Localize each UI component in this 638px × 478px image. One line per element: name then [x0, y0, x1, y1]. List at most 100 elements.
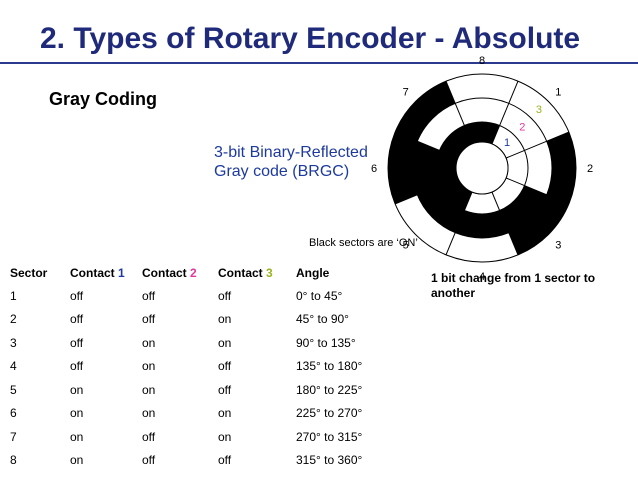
sector-3-ring-1 [491, 177, 525, 211]
sector-table: Sector Contact 1 Contact 2 Contact 3 Ang… [6, 262, 386, 472]
sector-6-ring-2 [412, 141, 440, 195]
cell-contact-3: on [218, 312, 232, 327]
cell-contact-2: on [142, 335, 156, 350]
sector-2-ring-2 [524, 141, 552, 195]
cell-sector: 7 [10, 429, 17, 444]
bit-change-note: 1 bit change from 1 sector to another [431, 271, 595, 301]
cell-contact-3: off [218, 453, 232, 468]
header-sector: Sector [10, 266, 48, 280]
sector-label-2: 2 [587, 163, 593, 175]
cell-angle: 225° to 270° [296, 406, 363, 421]
hub-circle [455, 141, 509, 195]
sector-label-5: 5 [403, 239, 409, 251]
title-underline [0, 62, 638, 64]
ring-outline-3 [411, 97, 553, 239]
header-contact-3-number: 3 [266, 266, 273, 280]
bit-change-line-2: another [431, 286, 476, 300]
table-row: 6 on on on 225° to 270° [6, 402, 386, 426]
header-contact-1-word: Contact [70, 266, 115, 280]
slide-title: 2. Types of Rotary Encoder - Absolute [40, 22, 581, 55]
sector-3-ring-3 [508, 194, 569, 255]
header-contact-2: Contact 2 [142, 262, 218, 284]
cell-contact-1: on [70, 429, 84, 444]
sector-1-ring-1 [491, 125, 525, 159]
table-row: 7 on off on 270° to 315° [6, 425, 386, 449]
cell-contact-3: on [218, 335, 232, 350]
sector-2-ring-1 [506, 150, 528, 186]
brgc-line-1: 3-bit Binary-Reflected [214, 144, 368, 161]
cell-angle: 270° to 315° [296, 429, 363, 444]
cell-contact-2: off [142, 429, 156, 444]
cell-contact-3: off [218, 382, 232, 397]
cell-sector: 5 [10, 382, 17, 397]
cell-contact-1: off [70, 312, 84, 327]
header-contact-1: Contact 1 [70, 262, 142, 284]
cell-sector: 2 [10, 312, 17, 327]
sector-8-ring-2 [455, 97, 509, 126]
ring-label-2: 2 [519, 121, 525, 133]
cell-contact-2: off [142, 312, 156, 327]
cell-sector: 6 [10, 406, 17, 421]
black-sectors-note: Black sectors are ‘ON’ [309, 237, 418, 249]
sector-label-7: 7 [403, 87, 409, 99]
ring-outline-4 [387, 73, 577, 263]
sector-table-header: Sector Contact 1 Contact 2 Contact 3 Ang… [6, 262, 386, 284]
header-contact-3-word: Contact [218, 266, 263, 280]
sector-5-ring-3 [395, 194, 456, 255]
cell-contact-2: on [142, 406, 156, 421]
header-contact-2-word: Contact [142, 266, 187, 280]
gray-coding-heading: Gray Coding [49, 89, 158, 109]
cell-contact-3: on [218, 406, 232, 421]
table-row: 5 on on off 180° to 225° [6, 378, 386, 402]
cell-sector: 4 [10, 359, 17, 374]
sector-8-ring-3 [446, 74, 518, 104]
encoder-outlines [387, 73, 577, 263]
cell-contact-2: on [142, 382, 156, 397]
cell-contact-1: on [70, 382, 84, 397]
bit-change-line-1: 1 bit change from 1 sector to [431, 271, 596, 285]
sector-7-ring-2 [417, 103, 465, 151]
sector-label-1: 1 [555, 87, 561, 99]
header-contact-1-number: 1 [118, 266, 125, 280]
sector-8-ring-1 [464, 122, 500, 144]
cell-contact-1: off [70, 335, 84, 350]
sector-4-ring-2 [455, 210, 509, 238]
cell-contact-1: on [70, 406, 84, 421]
sector-4-ring-1 [464, 192, 500, 214]
sector-3-ring-2 [499, 185, 547, 233]
sector-label-3: 3 [555, 239, 561, 251]
cell-contact-2: off [142, 288, 156, 303]
sector-4-ring-3 [446, 232, 518, 262]
sector-1-ring-3 [508, 81, 569, 142]
cell-angle: 45° to 90° [296, 312, 349, 327]
table-row: 2 off off on 45° to 90° [6, 308, 386, 332]
sector-2-ring-3 [546, 132, 576, 204]
ring-label-1: 1 [504, 137, 510, 149]
sector-1-ring-2 [499, 103, 547, 151]
header-contact-3: Contact 3 [218, 262, 296, 284]
header-contact-2-number: 2 [190, 266, 197, 280]
cell-contact-1: off [70, 359, 84, 374]
cell-angle: 90° to 135° [296, 335, 356, 350]
sector-6-ring-1 [436, 150, 458, 186]
sector-7-ring-3 [395, 81, 456, 142]
sector-5-ring-1 [439, 177, 473, 211]
cell-contact-1: on [70, 453, 84, 468]
cell-contact-2: off [142, 453, 156, 468]
cell-angle: 180° to 225° [296, 382, 363, 397]
table-row: 3 off on on 90° to 135° [6, 331, 386, 355]
brgc-label: 3-bit Binary-Reflected Gray code (BRGC) [214, 143, 368, 181]
encoder-rings [388, 74, 576, 262]
sector-label-4: 4 [479, 271, 485, 283]
encoder-ring-labels: 123 [504, 104, 542, 149]
cell-angle: 0° to 45° [296, 288, 343, 303]
cell-contact-1: off [70, 288, 84, 303]
cell-contact-3: off [218, 288, 232, 303]
sector-7-ring-1 [439, 125, 473, 159]
cell-angle: 315° to 360° [296, 453, 363, 468]
cell-sector: 1 [10, 288, 17, 303]
sector-5-ring-2 [417, 185, 465, 233]
header-angle: Angle [296, 266, 330, 280]
